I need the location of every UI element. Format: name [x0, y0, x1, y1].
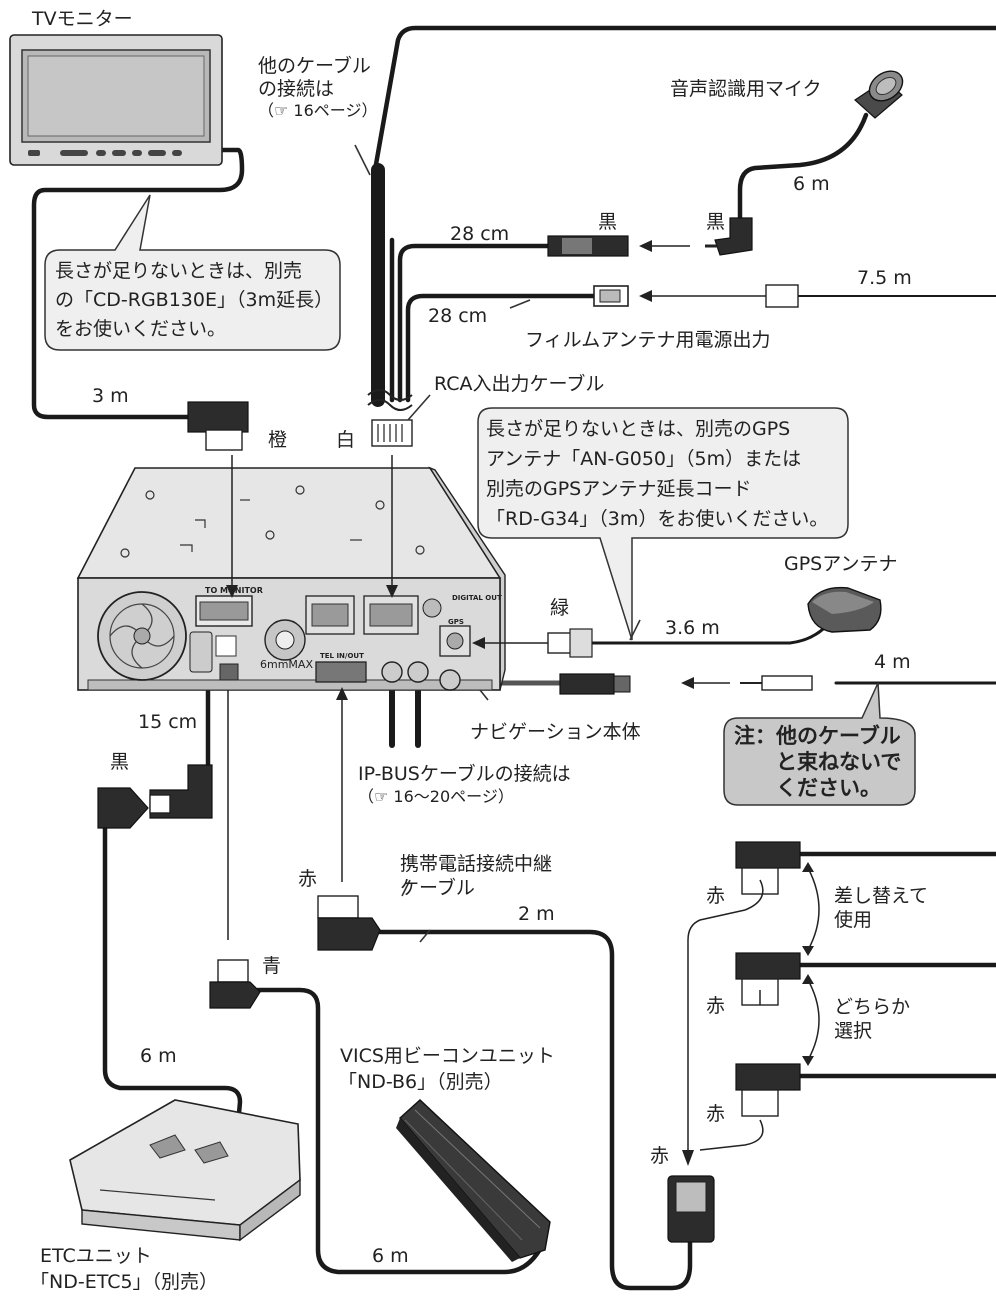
phone-relay-line-2: ケーブル	[400, 876, 475, 899]
len-3m-label: 3 m	[92, 385, 129, 407]
gps-note-line-4: 「RD-G34」（3m）をお使いください。	[486, 508, 828, 530]
other-cable-line-2: の接続は	[258, 78, 334, 100]
etc-cable	[102, 807, 243, 1128]
rca-cable-break	[367, 389, 413, 411]
radio-antenna-plug	[559, 673, 813, 695]
red-connector-e	[667, 1175, 715, 1243]
red-connector-b	[735, 841, 801, 895]
voice-mic	[854, 70, 904, 119]
gps-connector	[547, 628, 593, 658]
main-harness-cable	[372, 25, 996, 173]
vics-line-2: 「ND-B6」（別売）	[338, 1071, 503, 1093]
ipbus-line-1: IP-BUSケーブルの接続は	[358, 762, 571, 785]
len-28cm-a-label: 28 cm	[450, 223, 509, 245]
gps-antenna	[807, 586, 882, 633]
len-6m-etc-label: 6 m	[140, 1045, 177, 1067]
film-antenna-label: フィルムアンテナ用電源出力	[525, 329, 770, 351]
white-label: 白	[336, 429, 355, 451]
etc-line-1: ETCユニット	[40, 1245, 152, 1267]
etc-unit	[69, 1099, 301, 1242]
len-7-5m-label: 7.5 m	[857, 267, 912, 289]
len-28cm-b-label: 28 cm	[428, 305, 487, 327]
black-b-label: 黒	[706, 211, 725, 233]
white-connector	[371, 419, 413, 447]
gps-note-callout: 長さが足りないときは、別売のGPS アンテナ「AN-G050」（5m）または 別…	[477, 407, 849, 641]
orange-label: 橙	[268, 429, 287, 451]
red-d-label: 赤	[706, 1103, 725, 1125]
warning-line-1: 注：他のケーブル	[734, 724, 901, 748]
choose-line-1: どちらか	[834, 996, 910, 1018]
monitor-note-callout: 長さが足りないときは、別売 の「CD-RGB130E」（3m延長） をお使いくだ…	[44, 194, 341, 351]
ipbus-line-2: （☞ 16〜20ページ）	[358, 787, 514, 806]
other-cable-line-1: 他のケーブル	[258, 54, 371, 77]
green-label: 緑	[550, 597, 569, 619]
gps-note-line-1: 長さが足りないときは、別売のGPS	[486, 418, 790, 440]
vics-cable	[255, 987, 548, 1275]
red-a-label: 赤	[298, 868, 317, 890]
mic-plug	[705, 217, 753, 256]
red-connector-c	[735, 952, 801, 1006]
vics-beacon-unit	[396, 1099, 551, 1262]
len-4m-label: 4 m	[874, 651, 911, 673]
vics-line-1: VICS用ビーコンユニット	[340, 1045, 555, 1067]
choose-line-2: 選択	[834, 1020, 872, 1042]
red-connector-d	[735, 1063, 801, 1117]
len-15cm-label: 15 cm	[138, 711, 197, 733]
mic-length-label: 6 m	[793, 173, 830, 195]
tv-monitor	[9, 34, 223, 166]
red-c-label: 赤	[706, 995, 725, 1017]
phone-relay-cable	[377, 929, 693, 1291]
monitor-note-line-3: をお使いください。	[55, 318, 226, 340]
nav-unit-label: ナビゲーション本体	[470, 721, 641, 743]
black-a-label: 黒	[598, 211, 617, 233]
six-mm-max-label: 6mmMAX	[260, 658, 313, 671]
swap-line-2: 使用	[834, 909, 872, 931]
len-6m-vics-label: 6 m	[372, 1245, 409, 1267]
monitor-note-line-2: の「CD-RGB130E」（3m延長）	[55, 289, 333, 311]
red-b-label: 赤	[706, 885, 725, 907]
warning-line-2: と束ねないで	[776, 750, 901, 774]
warning-callout: 注：他のケーブル と束ねないで ください。	[723, 682, 916, 806]
blue-label: 青	[262, 955, 281, 977]
len-3-6m-label: 3.6 m	[665, 617, 720, 639]
digital-out-label: DIGITAL OUT	[452, 594, 502, 602]
rca-cable-label: RCA入出力ケーブル	[434, 372, 604, 395]
gps-note-line-3: 別売のGPSアンテナ延長コード	[486, 478, 751, 500]
tel-inout-label: TEL IN/OUT	[320, 652, 364, 660]
gps-antenna-label: GPSアンテナ	[784, 553, 897, 575]
monitor-note-line-1: 長さが足りないときは、別売	[55, 260, 302, 282]
etc-line-2: 「ND-ETC5」（別売）	[30, 1271, 218, 1293]
red-connector-a	[317, 895, 381, 951]
phone-relay-line-1: 携帯電話接続中継	[400, 853, 552, 875]
gps-port-label: GPS	[448, 618, 464, 626]
harness-strand-3	[405, 293, 597, 403]
mic-jack-connector	[547, 235, 629, 257]
len-2m-label: 2 m	[518, 903, 555, 925]
swap-line-1: 差し替えて	[834, 885, 928, 907]
warning-line-3: ください。	[776, 776, 881, 800]
etc-black-connector	[97, 787, 149, 829]
etc-l-connector	[149, 764, 213, 819]
voice-mic-label: 音声認識用マイク	[670, 78, 822, 100]
gps-note-line-2: アンテナ「AN-G050」（5m）または	[486, 448, 801, 470]
harness-strand-2	[397, 243, 551, 403]
mic-cable	[737, 112, 869, 221]
connection-arrows	[226, 144, 820, 1166]
film-antenna-connector	[593, 284, 799, 308]
other-cable-line-3: （☞ 16ページ）	[258, 101, 377, 120]
red-e-label: 赤	[650, 1145, 669, 1167]
black-c-label: 黒	[110, 751, 129, 773]
monitor-cable	[31, 147, 245, 420]
orange-connector	[187, 401, 249, 451]
blue-connector	[209, 959, 261, 1009]
navigation-unit: TO MONITOR DIGITAL OUT GPS TEL IN/OUT 6m…	[76, 466, 506, 691]
tv-monitor-label: TVモニター	[31, 8, 133, 30]
